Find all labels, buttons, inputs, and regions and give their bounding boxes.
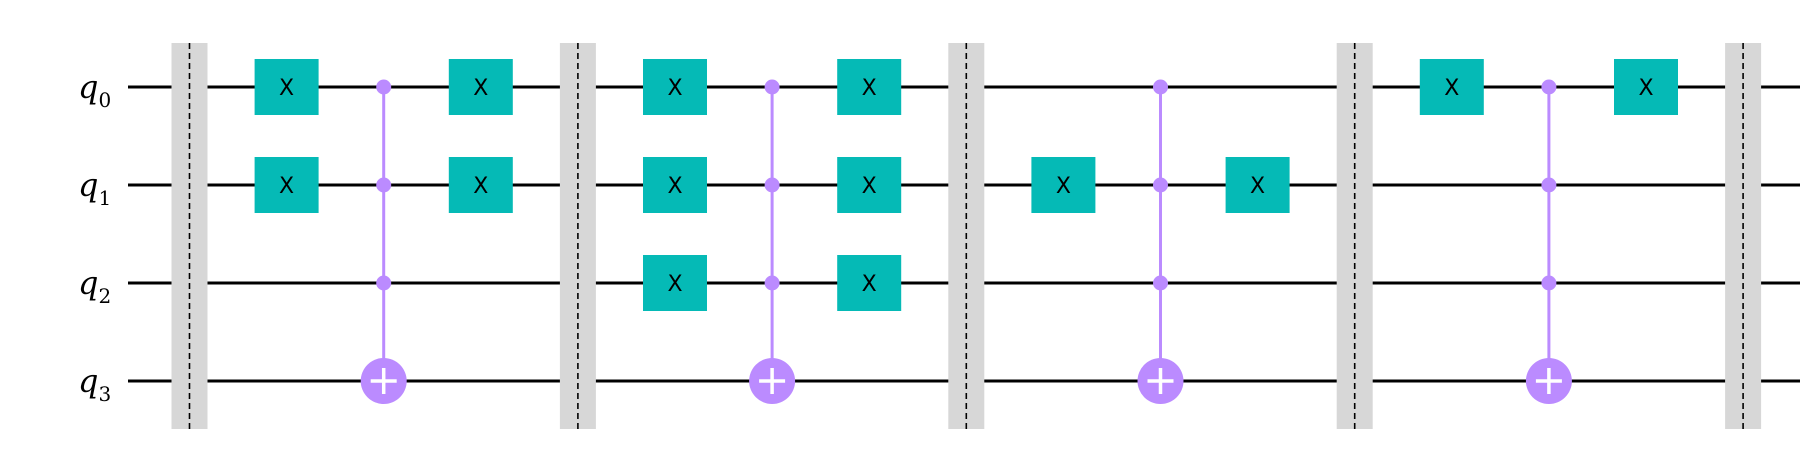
x-gate-q2: X <box>837 255 902 311</box>
x-gate-label: X <box>667 76 682 101</box>
x-gate-box <box>643 59 707 115</box>
x-gate-q0: X <box>643 59 707 115</box>
x-gate-label: X <box>667 272 682 297</box>
barrier <box>1336 43 1373 429</box>
qubit-label-index: 1 <box>98 186 111 210</box>
x-gate-box <box>448 59 513 115</box>
x-gate-box <box>1031 157 1096 213</box>
x-gate-label: X <box>279 174 294 199</box>
control-dot-q2 <box>764 275 780 291</box>
x-gate-box <box>1225 157 1290 213</box>
multi-controlled-x-gate <box>1525 79 1572 404</box>
target-plus-icon <box>360 358 407 404</box>
x-gate-box <box>837 255 902 311</box>
x-gate-box <box>1614 59 1678 115</box>
control-dot-q2 <box>1541 275 1557 291</box>
x-gate-box <box>448 157 513 213</box>
x-gate-label: X <box>1444 76 1459 101</box>
qubit-label-index: 3 <box>98 382 111 406</box>
x-gate-box <box>254 59 319 115</box>
x-gate-q1: X <box>1225 157 1290 213</box>
control-dot-q0 <box>764 79 780 95</box>
multi-controlled-x-gate <box>360 79 407 404</box>
x-gate-q1: X <box>837 157 902 213</box>
x-gate-q0: X <box>254 59 319 115</box>
x-gate-label: X <box>473 174 488 199</box>
qubit-labels: q0 q1 q2 q3 <box>78 68 111 406</box>
x-gate-box <box>1419 59 1484 115</box>
control-dot-q1 <box>376 177 392 193</box>
x-gate-box <box>643 255 707 311</box>
qubit-label-index: 0 <box>98 88 111 112</box>
qubit-label-index: 2 <box>98 284 111 308</box>
x-gate-box <box>254 157 319 213</box>
x-gate-q0: X <box>837 59 902 115</box>
x-gate-label: X <box>862 272 877 297</box>
x-gate-label: X <box>667 174 682 199</box>
x-gate-box <box>837 157 902 213</box>
multi-controlled-x-gate <box>749 79 796 404</box>
x-gate-q1: X <box>448 157 513 213</box>
x-gate-q1: X <box>1031 157 1096 213</box>
x-gate-q0: X <box>1419 59 1484 115</box>
x-gate-label: X <box>1056 174 1071 199</box>
x-gate-box <box>837 59 902 115</box>
control-dot-q0 <box>376 79 392 95</box>
x-gate-label: X <box>279 76 294 101</box>
control-dot-q1 <box>1153 177 1168 193</box>
qubit-label-q2: q2 <box>78 264 111 308</box>
control-dot-q0 <box>1153 79 1168 95</box>
barrier <box>1725 43 1762 429</box>
control-dot-q1 <box>1541 177 1557 193</box>
multi-controlled-x-gate <box>1137 79 1184 404</box>
x-gate-q0: X <box>448 59 513 115</box>
barrier <box>171 43 208 429</box>
x-gate-label: X <box>1250 174 1265 199</box>
qubit-label-q1: q1 <box>78 166 111 210</box>
target-plus-icon <box>1525 358 1572 404</box>
barrier <box>559 43 596 429</box>
x-gate-box <box>643 157 707 213</box>
qubit-label-q3: q3 <box>78 362 111 406</box>
circuit-operations: X X X X X X X X X X X X X X <box>171 43 1762 429</box>
x-gate-q2: X <box>643 255 707 311</box>
control-dot-q2 <box>376 275 392 291</box>
control-dot-q0 <box>1541 79 1557 95</box>
x-gate-label: X <box>1638 76 1653 101</box>
x-gate-q1: X <box>254 157 319 213</box>
x-gate-label: X <box>473 76 488 101</box>
barrier <box>948 43 985 429</box>
control-dot-q2 <box>1153 275 1168 291</box>
x-gate-q1: X <box>643 157 707 213</box>
x-gate-label: X <box>862 174 877 199</box>
target-plus-icon <box>1137 358 1184 404</box>
x-gate-q0: X <box>1614 59 1678 115</box>
control-dot-q1 <box>764 177 780 193</box>
target-plus-icon <box>749 358 796 404</box>
x-gate-label: X <box>862 76 877 101</box>
qubit-label-q0: q0 <box>78 68 111 112</box>
